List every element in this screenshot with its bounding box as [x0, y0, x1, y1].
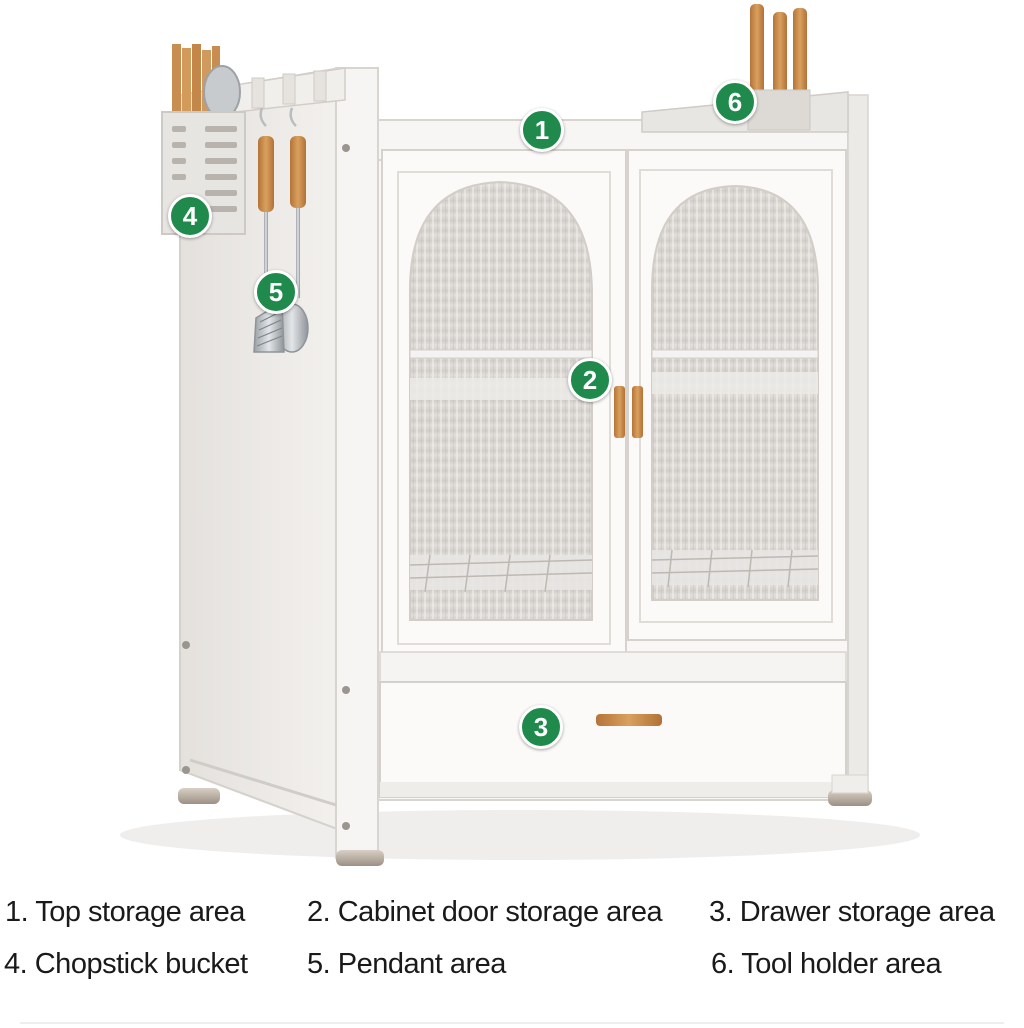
feature-legend: 1. Top storage area 2. Cabinet door stor…: [0, 884, 1024, 1014]
tool-holder: [641, 4, 849, 133]
bottom-divider: [20, 1022, 1004, 1024]
legend-item-tool-holder: 6. Tool holder area: [711, 948, 942, 980]
legend-item-cabinet-door-storage: 2. Cabinet door storage area: [307, 896, 663, 928]
door-handle-left: [614, 386, 625, 438]
legend-item-pendant-area: 5. Pendant area: [307, 948, 506, 980]
legend-item-drawer-storage: 3. Drawer storage area: [709, 896, 995, 928]
legend-item-chopstick-bucket: 4. Chopstick bucket: [4, 948, 248, 980]
drawer-handle: [596, 714, 662, 726]
legend-item-top-storage: 1. Top storage area: [5, 896, 245, 928]
left-door: [381, 149, 627, 663]
cabinet-product-image: 1 2 3 4 5 6: [120, 4, 920, 866]
right-door: [627, 149, 847, 641]
callout-badge-5: 5: [254, 270, 298, 314]
callout-badge-3: 3: [519, 705, 563, 749]
cabinet-feet: [178, 774, 872, 866]
drawer: [379, 651, 847, 798]
hanging-utensils: [253, 107, 309, 353]
hook-rail: [234, 67, 346, 113]
callout-badge-1: 1: [520, 108, 564, 152]
callout-badge-6: 6: [713, 80, 757, 124]
callout-badge-4: 4: [168, 194, 212, 238]
door-handle-right: [632, 386, 643, 438]
callout-badge-2: 2: [568, 358, 612, 402]
